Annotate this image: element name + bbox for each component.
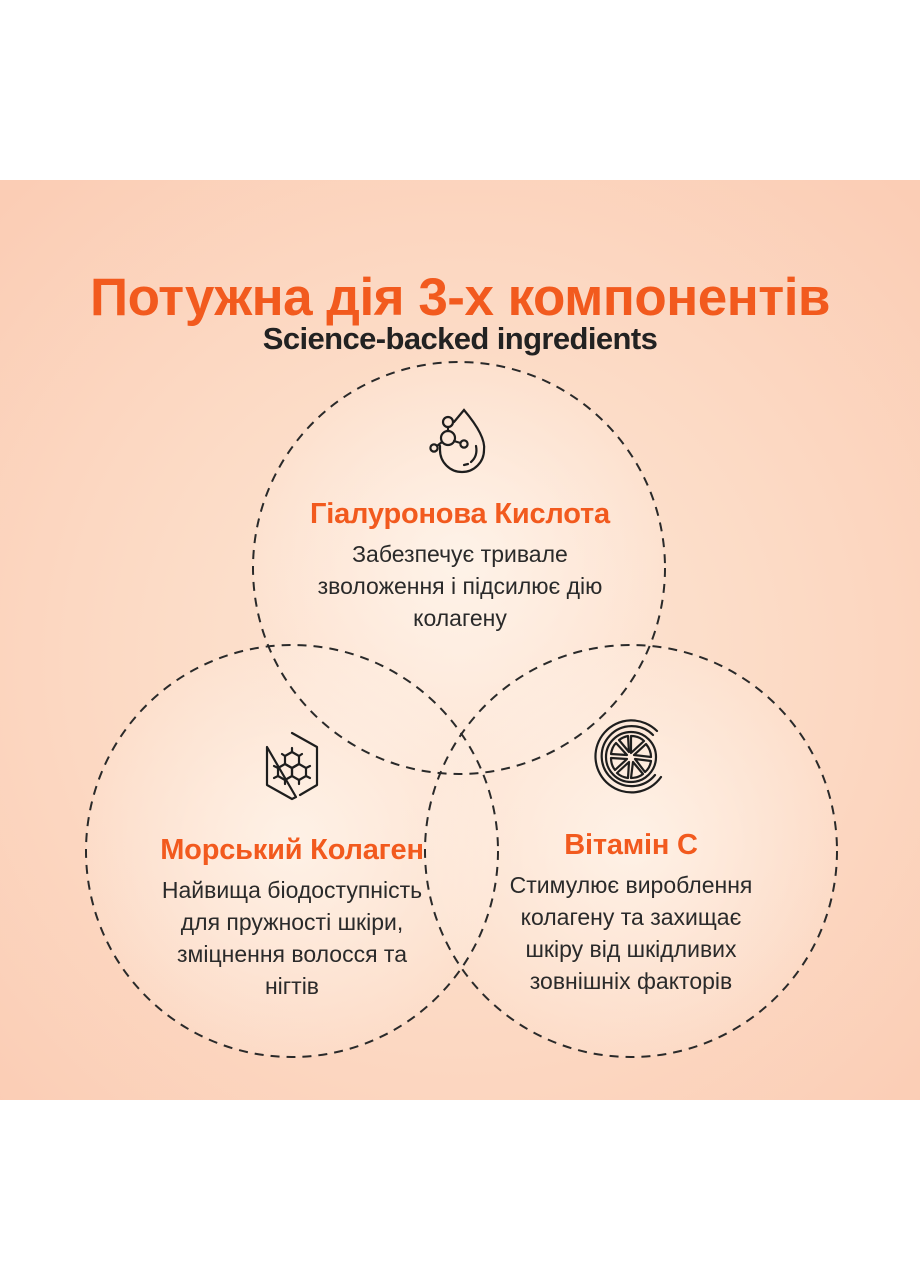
ingredients-infographic: Потужна дія 3-х компонентів Science-back… (0, 180, 920, 1100)
venn-dashed-circles (85, 361, 838, 1058)
description-line: зміцнення волосся та (176, 941, 407, 967)
hyaluronic-drop-molecule-icon (429, 408, 486, 474)
ingredient-title: Гіалуронова Кислота (310, 498, 610, 530)
description-line: зволоження і підсилює дію (317, 573, 603, 599)
ingredient-description: Стимулює вироблення колагену та захищає … (426, 869, 836, 997)
ingredient-title: Морський Колаген (160, 834, 424, 866)
ingredient-marine-collagen: Морський Колаген Найвища біодоступність … (87, 730, 497, 1002)
page-title: Потужна дія 3-х компонентів (89, 267, 831, 327)
ingredient-description: Забезпечує тривале зволоження і підсилює… (260, 538, 660, 634)
citrus-slice-icon (594, 719, 663, 794)
ingredient-description: Найвища біодоступність для пружності шкі… (87, 874, 497, 1002)
circle-outline-left (85, 644, 499, 1058)
circle-outline-right (424, 644, 838, 1058)
ingredient-title: Вітамін С (564, 829, 698, 861)
ingredient-vitamin-c: Вітамін С Стимулює вироблення колагену т… (426, 717, 836, 997)
collagen-hexagon-molecule-icon (265, 731, 319, 801)
description-line: нігтів (264, 973, 320, 999)
ingredient-hyaluronic-acid: Гіалуронова Кислота Забезпечує тривале з… (260, 402, 660, 634)
description-line: Стимулює вироблення (509, 872, 753, 898)
description-line: для пружності шкіри, (180, 909, 404, 935)
description-line: Найвища біодоступність (161, 877, 423, 903)
circle-glow-right (425, 645, 837, 1057)
description-line: колагену та захищає (520, 904, 742, 930)
description-line: шкіру від шкідливих (525, 936, 737, 962)
description-line: зовнішніх факторів (529, 968, 733, 994)
description-line: колагену (413, 605, 507, 631)
page-subtitle: Science-backed ingredients (262, 320, 658, 356)
description-line: Забезпечує тривале (352, 541, 568, 567)
circle-outline-top (252, 361, 666, 775)
